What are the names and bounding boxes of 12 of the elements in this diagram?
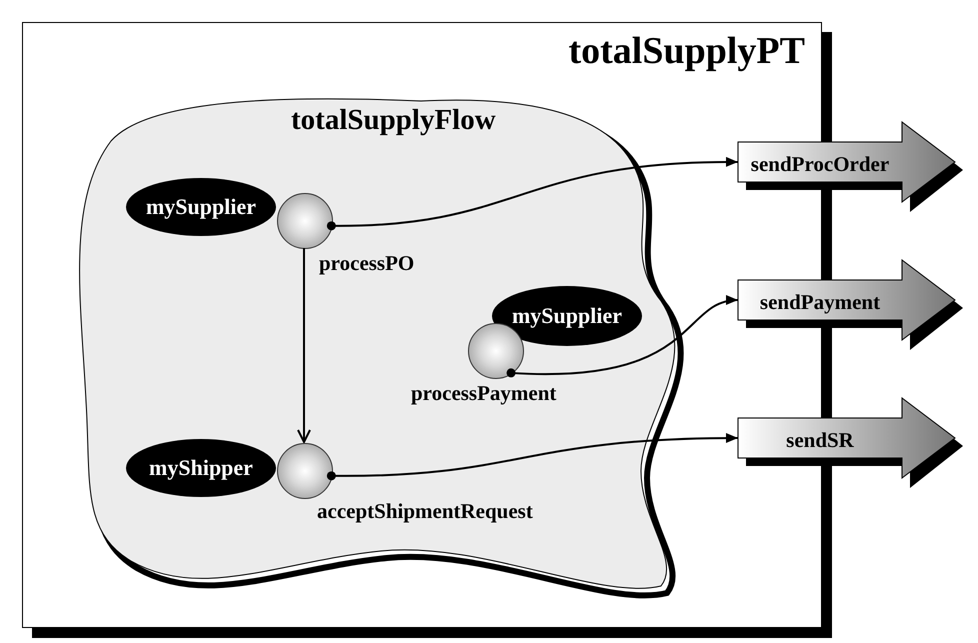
title-text: sendSR [785, 426, 855, 454]
port-label: processPO [319, 251, 414, 276]
connector-arrow [297, 248, 311, 443]
connector-arrow [326, 433, 738, 480]
port-label: processPayment [411, 381, 556, 406]
port-label: acceptShipmentRequest [317, 499, 533, 524]
title-text: sendProcOrder [750, 150, 890, 178]
title-text: totalSupplyPT [568, 29, 805, 73]
connector-arrow [506, 296, 738, 378]
title-text: totalSupplyFlow [291, 104, 496, 137]
title-text: sendPayment [758, 288, 882, 316]
connector-arrow [326, 157, 738, 230]
